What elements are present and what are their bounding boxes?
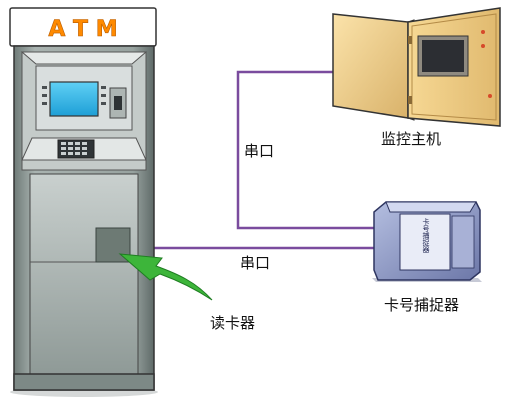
- serial-connection-lines: [150, 70, 378, 250]
- atm-keypad: [57, 139, 95, 159]
- capturer-side-panel: [451, 215, 475, 269]
- atm-card-slot-opening: [114, 96, 122, 110]
- cabinet-hinge-bottom: [408, 96, 412, 104]
- capturer-label-plate: [399, 213, 451, 271]
- cabinet-door-inner: [411, 13, 497, 121]
- card-reader-module: [95, 227, 131, 263]
- monitor-host-cabinet: [332, 7, 501, 127]
- atm-hood: [20, 51, 148, 65]
- card-reader-pointer-arrow: [118, 253, 213, 301]
- cabinet-display: [422, 40, 464, 72]
- atm-sign-text: A T M: [48, 17, 117, 42]
- monitor-host-label: 监控主机: [381, 130, 442, 148]
- card-reader-label: 读卡器: [210, 314, 256, 332]
- card-number-capturer-label: 卡号捕捉器: [384, 296, 460, 314]
- atm-side-buttons: [42, 86, 106, 105]
- cabinet-body: [332, 13, 409, 119]
- cabinet-hinge-top: [408, 36, 412, 44]
- atm-machine: A T M: [9, 7, 158, 397]
- serial-port-label-top: 串口: [244, 142, 275, 160]
- atm-screen: [49, 81, 99, 117]
- atm-base: [13, 373, 155, 391]
- cabinet-indicator-light-2: [481, 44, 485, 48]
- capturer-top-face: [385, 201, 477, 213]
- serial-line-to-monitor-host: [236, 70, 378, 230]
- cabinet-indicator-light-1: [481, 30, 485, 34]
- capturer-device-printed-text: 卡号捕捉器: [422, 217, 430, 254]
- cabinet-indicator-light-3: [488, 94, 492, 98]
- atm-lower-panel: [29, 173, 139, 375]
- card-number-capturer-device: 卡号捕捉器: [372, 201, 482, 282]
- serial-port-label-bottom: 串口: [240, 254, 271, 272]
